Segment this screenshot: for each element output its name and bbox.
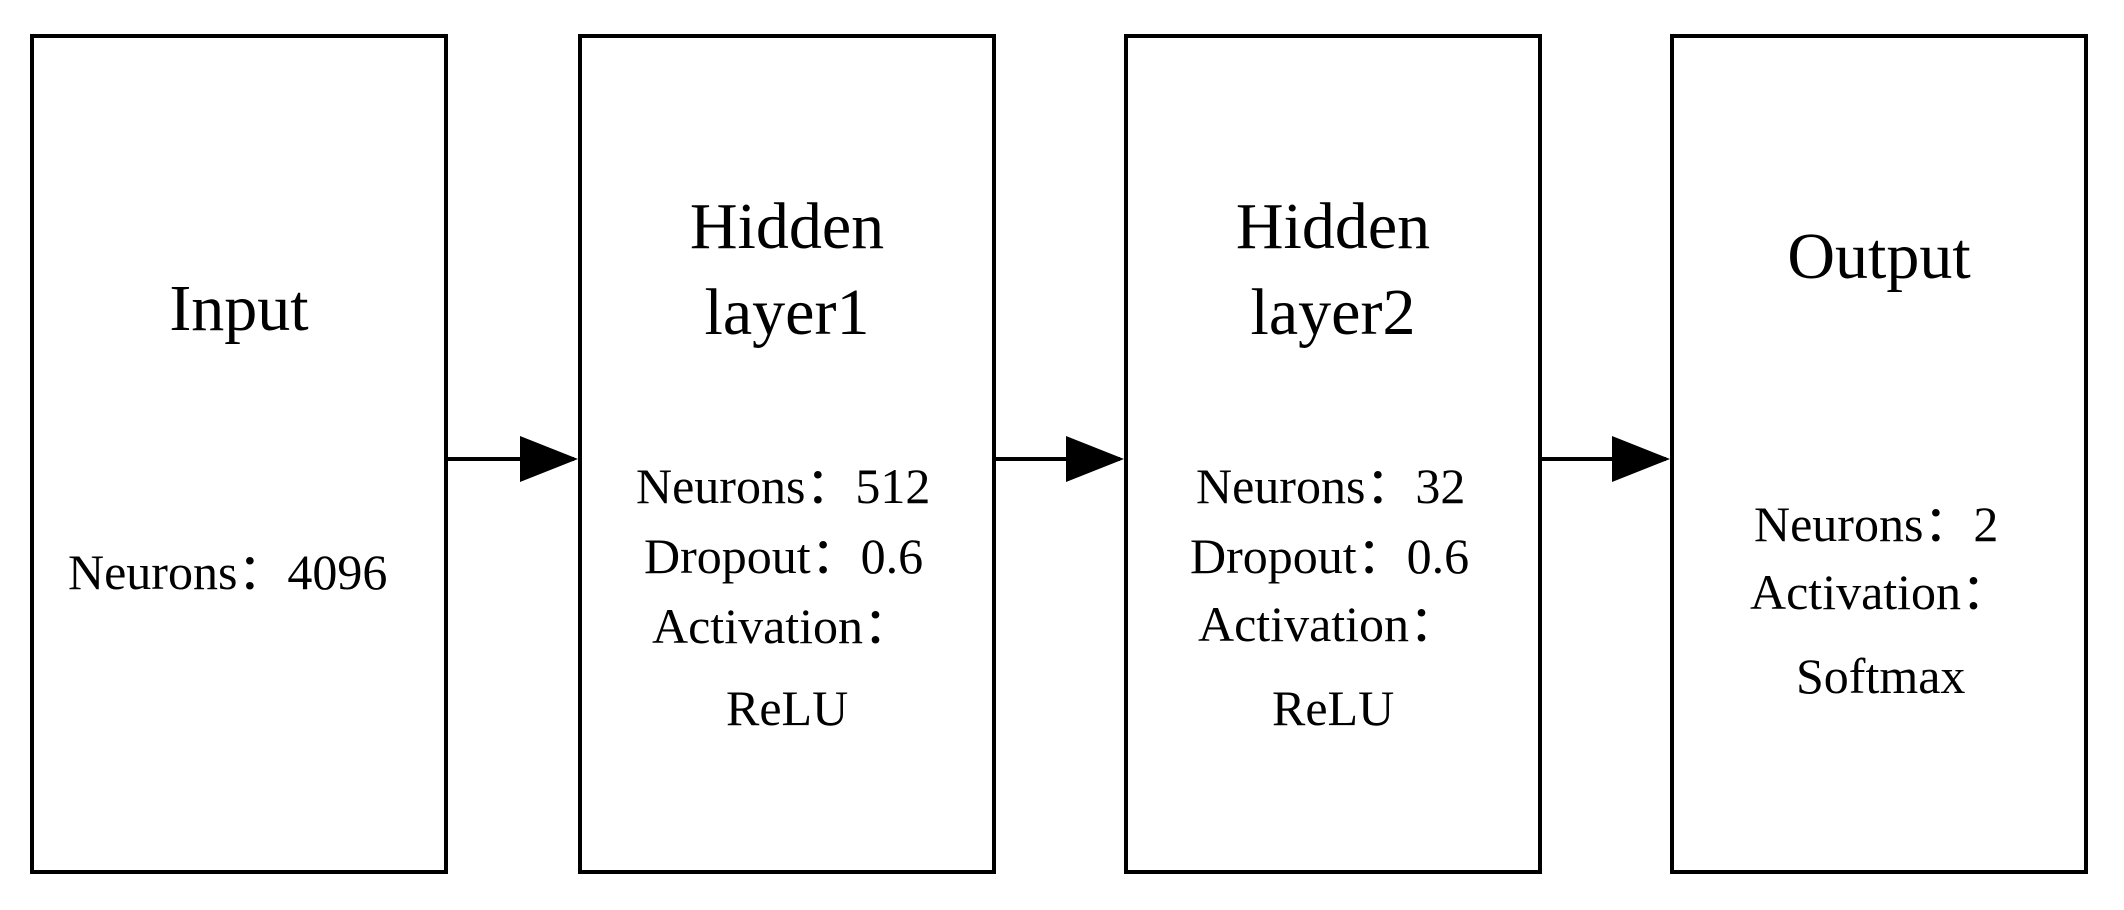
arrow-input-to-hidden1 — [448, 436, 578, 482]
hidden-layer-2-neurons: Neurons：32 — [1196, 458, 1466, 514]
hidden-layer-2-dropout: Dropout：0.6 — [1190, 528, 1470, 584]
hidden-layer-1-title-line1: Hidden — [689, 190, 885, 263]
arrow-hidden1-to-hidden2 — [996, 436, 1124, 482]
hidden-layer-1-dropout: Dropout：0.6 — [644, 528, 924, 584]
hidden-layer-1-activation-label: Activation： — [652, 598, 914, 654]
arrow-hidden2-to-output — [1542, 436, 1670, 482]
hidden-layer-1-box: Hidden layer1 Neurons：512 Dropout：0.6 Ac… — [578, 34, 996, 874]
hidden-layer-2-activation-label: Activation： — [1198, 596, 1460, 652]
hidden-layer-2-title: Hidden layer2 — [1128, 184, 1538, 356]
hidden-layer-2-title-line2: layer2 — [1250, 276, 1416, 349]
output-layer-box: Output Neurons：2 Activation： Softmax — [1670, 34, 2088, 874]
output-layer-activation-value: Softmax — [1796, 648, 1966, 704]
hidden-layer-1-title-line2: layer1 — [704, 276, 870, 349]
output-layer-activation-label: Activation： — [1750, 564, 2012, 620]
hidden-layer-1-activation-value: ReLU — [726, 680, 849, 736]
hidden-layer-2-title-line1: Hidden — [1235, 190, 1431, 263]
hidden-layer-1-title: Hidden layer1 — [582, 184, 992, 356]
output-layer-title: Output — [1787, 220, 1971, 293]
input-layer-box: Input Neurons：4096 — [30, 34, 448, 874]
output-layer-neurons: Neurons：2 — [1754, 496, 1999, 552]
input-layer-neurons: Neurons：4096 — [68, 544, 388, 600]
hidden-layer-1-neurons: Neurons：512 — [636, 458, 931, 514]
hidden-layer-2-box: Hidden layer2 Neurons：32 Dropout：0.6 Act… — [1124, 34, 1542, 874]
input-layer-title: Input — [169, 272, 309, 345]
hidden-layer-2-activation-value: ReLU — [1272, 680, 1395, 736]
